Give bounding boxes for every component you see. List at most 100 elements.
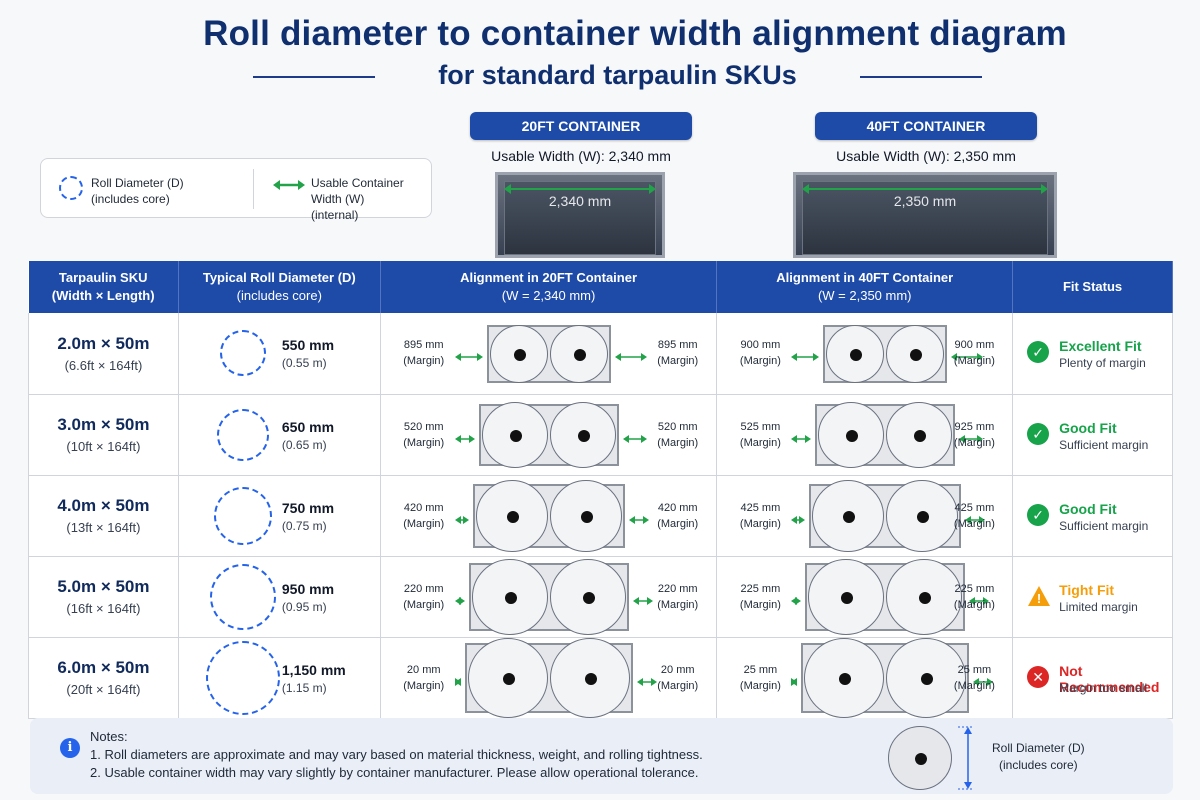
diameter-m: (1.15 m) — [281, 680, 327, 695]
header-align-20ft: Alignment in 20FT Container(W = 2,340 mm… — [380, 261, 718, 313]
header-fit-status: Fit Status — [1012, 261, 1173, 313]
align-20ft-cell: 20 mm(Margin)20 mm(Margin) — [380, 637, 718, 719]
roll-icon — [549, 480, 622, 552]
sku-table: Tarpaulin SKU(Width × Length) Typical Ro… — [28, 261, 1173, 719]
align-40ft-right-margin: 25 mm — [957, 663, 992, 676]
margin-word: (Margin) — [657, 598, 699, 611]
dashed-circle-icon — [213, 486, 272, 545]
roll-icon — [886, 480, 959, 552]
svg-text:!: ! — [1037, 591, 1041, 606]
align-20ft-cell: 520 mm(Margin)520 mm(Margin) — [380, 394, 718, 476]
margin-word: (Margin) — [739, 679, 781, 692]
margin-word: (Margin) — [403, 598, 445, 611]
container-20ft-width-label: 2,340 mm — [548, 193, 612, 209]
roll-icon — [489, 324, 548, 383]
margin-arrow-icon — [791, 431, 815, 443]
margin-arrow-icon — [454, 674, 465, 686]
margin-word: (Margin) — [657, 355, 699, 367]
notes-roll-note: (includes core) — [998, 758, 1078, 772]
diameter-mm: 950 mm — [281, 580, 335, 597]
legend-width-note: (internal) — [311, 208, 359, 222]
margin-arrow-icon — [454, 431, 479, 443]
align-20ft-cell: 895 mm(Margin)895 mm(Margin) — [380, 313, 718, 395]
align-40ft-cell: 900 mm(Margin)900 mm(Margin) — [716, 313, 1014, 395]
margin-arrow-icon — [791, 349, 823, 361]
align-20ft-right-margin: 895 mm — [657, 339, 698, 351]
diameter-m: (0.65 m) — [281, 437, 327, 452]
margin-arrow-icon — [965, 512, 995, 524]
align-40ft-cell: 525 mm(Margin)925 mm(Margin) — [716, 394, 1014, 476]
roll-icon — [481, 402, 548, 468]
fit-status-note: Limited margin — [1059, 599, 1138, 614]
margin-word: (Margin) — [403, 436, 445, 449]
container-40ft-usable-width: Usable Width (W): 2,350 mm — [836, 148, 1016, 164]
sku-metric: 2.0m × 50m — [57, 333, 150, 353]
margin-word: (Margin) — [953, 355, 995, 367]
align-40ft-left-margin: 425 mm — [740, 501, 781, 514]
warning-triangle-icon: ! — [1027, 585, 1051, 607]
margin-arrow-icon — [454, 593, 469, 605]
check-circle-icon: ✓ — [1027, 503, 1050, 526]
align-40ft-right-margin: 900 mm — [954, 339, 995, 351]
roll-icon — [886, 638, 967, 718]
diameter-m: (0.75 m) — [281, 518, 327, 533]
sku-imperial: (16ft × 164ft) — [66, 601, 141, 616]
margin-word: (Margin) — [739, 436, 781, 449]
align-40ft-container-box — [809, 480, 962, 552]
align-40ft-right-margin: 225 mm — [954, 582, 995, 595]
margin-arrow-icon — [454, 349, 487, 361]
roll-icon — [886, 324, 945, 383]
double-arrow-icon — [273, 180, 305, 190]
align-20ft-left-margin: 520 mm — [403, 420, 444, 433]
sku-cell: 5.0m × 50m(16ft × 164ft) — [28, 556, 179, 638]
align-20ft-container-box — [472, 480, 625, 552]
margin-arrow-icon — [951, 349, 984, 361]
roll-icon — [549, 638, 630, 718]
roll-icon — [808, 559, 885, 635]
align-40ft-left-margin: 25 mm — [743, 663, 778, 676]
align-20ft-left-margin: 20 mm — [406, 663, 441, 676]
roll-icon — [804, 638, 885, 718]
margin-arrow-icon — [969, 593, 999, 605]
margin-word: (Margin) — [403, 517, 445, 530]
align-40ft-left-margin: 900 mm — [740, 339, 781, 351]
align-20ft-left-margin: 420 mm — [403, 501, 444, 514]
align-20ft-right-margin: 220 mm — [657, 582, 698, 595]
container-20ft-image: 2,340 mm — [495, 172, 665, 258]
dashed-circle-icon — [209, 563, 276, 630]
margin-word: (Margin) — [739, 598, 781, 611]
header-diameter: Typical Roll Diameter (D)(includes core) — [178, 261, 381, 313]
sku-cell: 4.0m × 50m(13ft × 164ft) — [28, 475, 179, 557]
align-40ft-left-margin: 225 mm — [740, 582, 781, 595]
align-20ft-left-margin: 895 mm — [403, 339, 444, 351]
align-20ft-right-margin: 420 mm — [657, 501, 698, 514]
diameter-m: (0.55 m) — [281, 356, 327, 370]
fit-status-note: Margin too small — [1059, 680, 1148, 695]
align-20ft-container-box — [486, 324, 611, 383]
table-header-row: Tarpaulin SKU(Width × Length) Typical Ro… — [28, 261, 1173, 313]
margin-arrow-icon — [791, 512, 809, 524]
page-title: Roll diameter to container width alignme… — [203, 14, 1067, 53]
page-subtitle: for standard tarpaulin SKUs — [438, 60, 797, 90]
table-row: 6.0m × 50m(20ft × 164ft)1,150 mm(1.15 m)… — [28, 637, 1173, 719]
align-40ft-cell: 425 mm(Margin)425 mm(Margin) — [716, 475, 1014, 557]
roll-icon — [549, 324, 608, 383]
align-20ft-left-margin: 220 mm — [403, 582, 444, 595]
sku-cell: 2.0m × 50m(6.6ft × 164ft) — [28, 313, 179, 395]
roll-icon — [818, 402, 885, 468]
align-40ft-cell: 225 mm (Margin) 225 mm (Margin) — [716, 556, 1014, 638]
margin-word: (Margin) — [953, 517, 995, 530]
align-40ft-container-box — [823, 324, 948, 383]
table-row: 5.0m × 50m(16ft × 164ft)950 mm(0.95 m)22… — [28, 556, 1173, 638]
margin-word: (Margin) — [657, 517, 699, 530]
margin-word: (Margin) — [953, 598, 995, 611]
header-sku: Tarpaulin SKU(Width × Length) — [28, 261, 179, 313]
x-circle-icon: ✕ — [1027, 665, 1050, 688]
info-icon: i — [60, 738, 80, 758]
legend-diameter-label: Roll Diameter (D) — [91, 176, 184, 190]
align-40ft-container-box — [801, 638, 970, 718]
roll-icon — [471, 559, 548, 635]
subtitle-rule-right — [860, 76, 982, 78]
